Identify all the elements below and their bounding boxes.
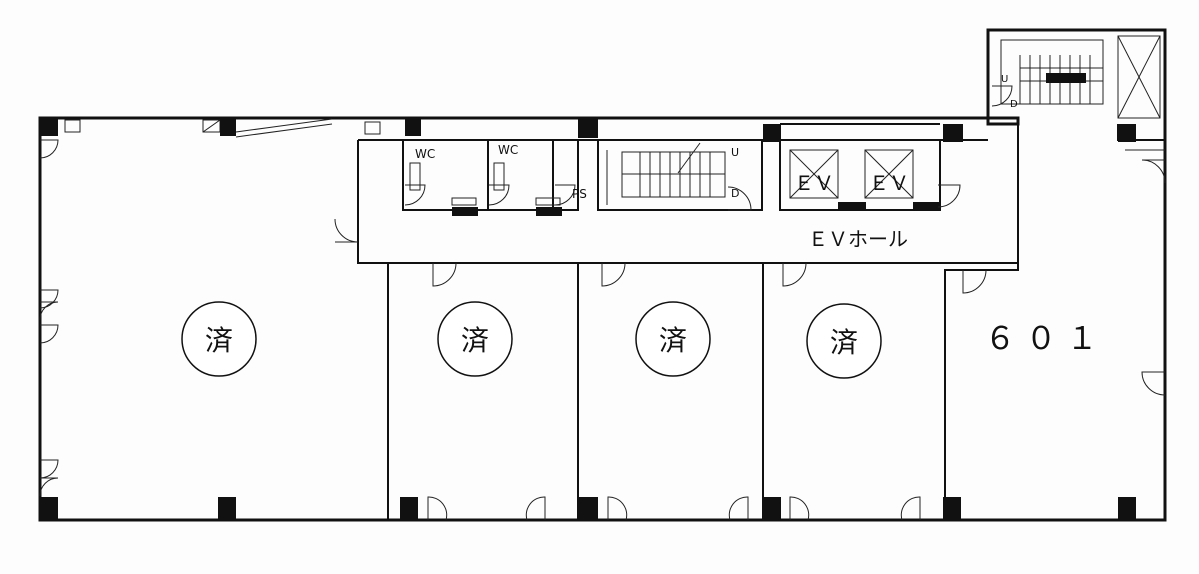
unit-badge-circle [181,301,257,377]
unit-badge: 済 [437,301,513,377]
unit-badge-circle [635,301,711,377]
ps-label: PS [572,187,587,201]
door-swings [39,85,1166,521]
unit-status-label: 済 [205,324,233,357]
stair-down-label-center: D [731,187,739,200]
outer-shell [38,28,1167,522]
wc-left-label: WC [415,147,435,161]
service-core [64,35,1161,211]
unit-badge: 済 [806,303,882,379]
structural-columns [40,118,1136,520]
unit-status-label: 済 [659,324,687,357]
unit-badge: 済 [635,301,711,377]
unit-status-label: 済 [830,326,858,359]
wc-right-label: WC [498,143,518,157]
unit-number-601: ６０１ [985,321,1108,357]
elevator-hall-label: ＥＶホール [808,227,908,251]
stair-up-label-top: U [1001,74,1008,85]
elevator-right-label: ＥＶ [869,171,909,195]
unit-status-label: 済 [461,324,489,357]
core-labels: WC WC PS U D U D ＥＶ ＥＶ ＥＶホール [415,74,1018,251]
stair-down-label-top: D [1010,99,1018,110]
unit-badge-circle [437,301,513,377]
elevator-left-label: ＥＶ [794,171,834,195]
unit-badge-circle [806,303,882,379]
unit-badge: 済 [181,301,257,377]
unit-badges: 済 済 済 済 ６０１ [181,301,1108,379]
stair-up-label-center: U [731,146,739,159]
